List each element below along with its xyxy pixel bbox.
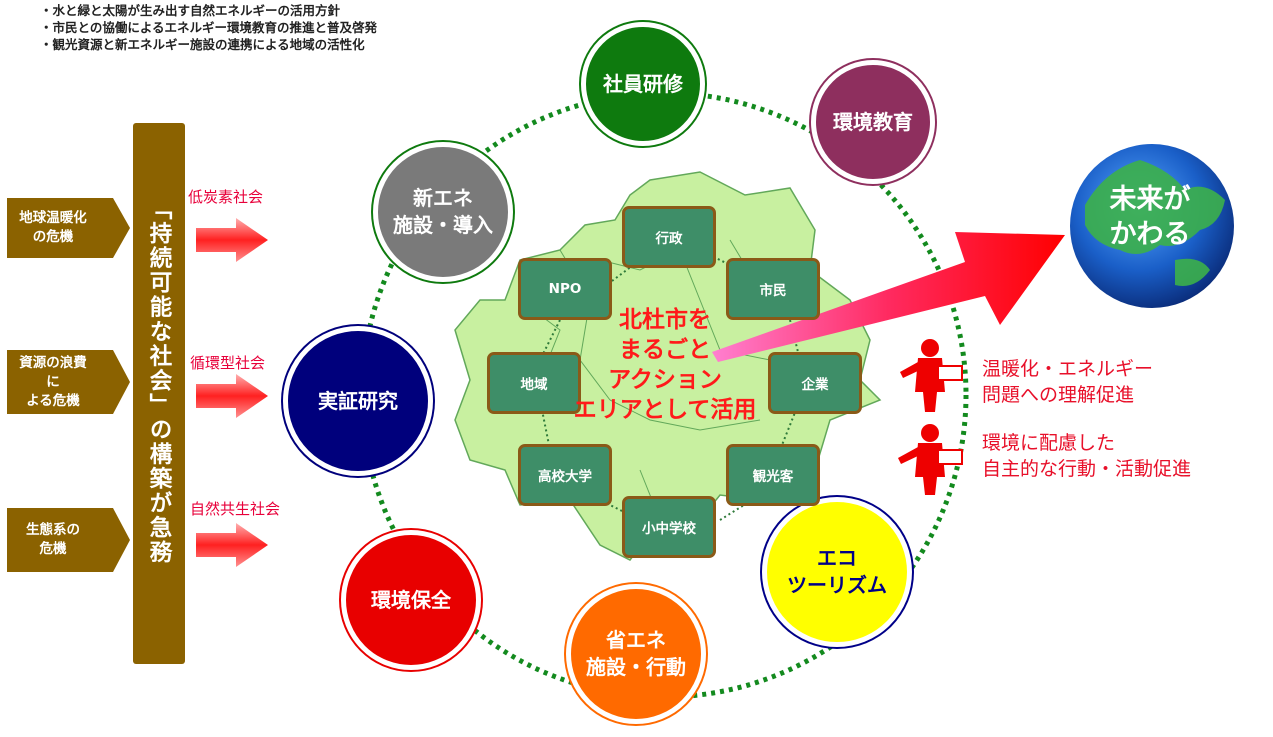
vertical-banner-bg [133,123,185,664]
arrow-low-carbon [196,218,268,262]
node-npo: NPO [518,258,612,320]
center-line: エリアとして活用 [573,397,757,423]
tag-global-warming: 地球温暖化の危機 [7,198,113,258]
node-tourists: 観光客 [726,444,820,506]
circle-education: 環境教育 [811,60,935,184]
center-line: 北杜市を [619,307,711,333]
tag-ecosystem: 生態系の危機 [7,510,113,570]
node-government: 行政 [622,206,716,268]
society-coexistence: 自然共生社会 [190,500,281,518]
bullet-3: ・観光資源と新エネルギー施設の連携による地域の活性化 [40,37,365,52]
circle-label: ツーリズム [787,573,887,597]
tag-line: 資源の浪費に [19,354,87,390]
center-line: まるごと [619,337,711,363]
circle-label: エコ [817,546,857,570]
bullet-1: ・水と緑と太陽が生み出す自然エネルギーの活用方針 [40,3,341,18]
circle-label: 施設・行動 [586,655,686,679]
node-highschool: 高校大学 [518,444,612,506]
circle-label: 環境教育 [833,109,913,134]
globe-line: かわる [1109,219,1191,250]
circle-research: 実証研究 [283,326,433,476]
tag-line: 地球温暖化 [19,210,87,226]
circle-label: 実証研究 [318,388,398,413]
globe-text: 未来が かわる [1080,182,1220,252]
outcome-understanding: 温暖化・エネルギー 問題への理解促進 [982,356,1153,408]
globe-line: 未来が [1109,184,1191,215]
tag-line: 危機 [39,541,67,557]
circle-label: 省エネ [606,628,666,652]
tag-line: の危機 [32,229,74,245]
tag-shape-1 [7,198,130,258]
bullet-2: ・市民との協働によるエネルギー環境教育の推進と普及啓発 [40,20,378,35]
circle-label: 環境保全 [371,587,451,612]
outcome-line: 自主的な行動・活動促進 [982,458,1192,480]
outcome-line: 環境に配慮した [982,432,1116,454]
circle-training: 社員研修 [581,22,705,146]
arrow-recycling [196,374,268,418]
policy-bullets: ・水と緑と太陽が生み出す自然エネルギーの活用方針 ・市民との協働によるエネルギー… [40,2,377,53]
outcome-action: 環境に配慮した 自主的な行動・活動促進 [982,430,1191,482]
society-low-carbon: 低炭素社会 [188,188,264,206]
presenter-figure-1 [900,339,963,412]
big-arrow [712,232,1065,362]
outcome-line: 温暖化・エネルギー [982,358,1154,380]
center-slogan: 北杜市を まるごと アクション エリアとして活用 [530,305,800,425]
tag-line: 生態系の [26,522,80,538]
circle-label: 社員研修 [603,71,683,96]
circle-saving: 省エネ施設・行動 [566,584,706,724]
tag-shape-3 [7,508,130,572]
circle-label: 施設・導入 [393,213,493,237]
society-recycling: 循環型社会 [190,354,266,372]
tag-shape-2 [7,350,130,414]
node-companies: 企業 [768,352,862,414]
node-citizens: 市民 [726,258,820,320]
presenter-figure-2 [898,424,963,495]
arrow-coexistence [196,523,268,567]
node-school: 小中学校 [622,496,716,558]
outcome-line: 問題への理解促進 [982,384,1135,406]
node-region: 地域 [487,352,581,414]
vertical-banner-text: 「持続可能な社会」の構築が急務 [146,197,172,565]
circle-new-energy: 新エネ施設・導入 [373,142,513,282]
center-line: アクション [608,367,722,393]
tag-resource-waste: 資源の浪費による危機 [7,352,113,412]
circle-label: 新エネ [413,186,473,210]
circle-conservation: 環境保全 [341,530,481,670]
tag-line: よる危機 [26,392,80,409]
circle-ecotourism: エコツーリズム [762,497,912,647]
globe-icon [1070,144,1234,308]
